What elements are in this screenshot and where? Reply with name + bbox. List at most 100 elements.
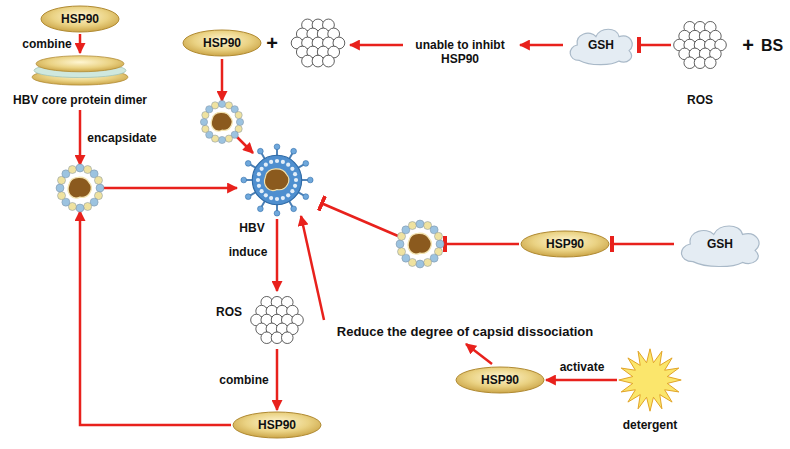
capsid-bead [236, 118, 243, 125]
plus-sign: + [742, 34, 754, 57]
node-label: ROS [216, 305, 242, 319]
capsid-bead [398, 248, 406, 256]
ros-bubble [684, 57, 696, 69]
spike-knob [291, 148, 297, 154]
capsid-bead [76, 204, 84, 212]
capsid-bead [225, 135, 232, 142]
capsid-bead [257, 172, 261, 176]
capsid-bead [424, 258, 432, 266]
ros-bubble [281, 332, 293, 344]
ros-bubble [694, 57, 706, 69]
shape-outline [239, 142, 315, 218]
inhibit-connector [638, 44, 671, 47]
protein-ellipse: HSP90 [455, 366, 545, 394]
arrow-connector [79, 34, 82, 53]
capsid-bead [94, 176, 102, 184]
ros-bubble [312, 55, 324, 67]
capsid-bead [260, 167, 264, 171]
arrow-line [520, 44, 563, 47]
capsid-bead [218, 100, 225, 107]
edge-label: induce [229, 245, 268, 259]
step-label: encapsidate [87, 131, 156, 145]
capsid-bead [290, 167, 294, 171]
node-label: GSH [707, 237, 733, 251]
capsid-bead [408, 222, 416, 230]
virus-particle: HBV [239, 142, 315, 235]
cloud-fill [681, 226, 759, 267]
ellipse-fill [183, 30, 261, 56]
spike-knob [303, 194, 309, 200]
inhibit-line [321, 203, 398, 236]
genome-blob [68, 177, 91, 198]
ros-cluster: ROS [672, 17, 728, 107]
capsid-bead [293, 172, 297, 176]
capsid-bead [281, 196, 285, 200]
spike-knob [258, 206, 264, 212]
capsid-bead [202, 125, 209, 132]
plus-sign: + [266, 32, 278, 55]
capsid-bead [218, 136, 225, 143]
node-label: HSP90 [258, 418, 296, 432]
arrow-note: unable to inhibt HSP90 [404, 38, 516, 66]
arrow-line [80, 211, 231, 425]
capsid-bead [264, 163, 268, 167]
arrow-line [466, 344, 492, 364]
capsid-bead [286, 163, 290, 167]
protein-ellipse: HSP90 [40, 5, 120, 33]
shape-svg [249, 292, 305, 348]
arrow-line [301, 216, 324, 320]
capsid-bead [436, 240, 444, 248]
edge-label: combine [219, 373, 268, 387]
spike-knob [291, 206, 297, 212]
protein-ellipse: HSP90 [232, 411, 322, 439]
spike-knob [274, 210, 280, 216]
capsid-bead [434, 232, 442, 240]
spike-knob [274, 144, 280, 150]
capsid-bead [293, 184, 297, 188]
genome-blob [211, 112, 232, 131]
ellipse-fill [521, 231, 609, 257]
node-label: HSP90 [481, 373, 519, 387]
shape-outline [672, 17, 728, 73]
node-label: HSP90 [546, 237, 584, 251]
inhibit-line [444, 243, 519, 246]
shape-svg [618, 348, 682, 412]
protein-ellipse: HSP90 [520, 230, 610, 258]
capsid-bead [212, 102, 219, 109]
arrow-line [79, 110, 82, 165]
gsh-cloud: GSH [565, 24, 637, 66]
dimer-shape: HBV core protein dimer [13, 54, 147, 107]
capsid-bead [256, 178, 260, 182]
node-label: ROS [687, 93, 713, 107]
shape-svg [672, 17, 728, 73]
capsid-bead [257, 184, 261, 188]
genome-blob [265, 169, 289, 191]
capsid-bead [290, 189, 294, 193]
capsid-bead [416, 260, 424, 268]
shape-outline [30, 54, 130, 86]
node-label: HBV core protein dimer [13, 93, 147, 107]
gsh-cloud: GSH [675, 220, 765, 268]
reagent-label: BS [761, 36, 783, 55]
capsid-icon [56, 164, 104, 212]
capsid-bead [269, 196, 273, 200]
ros-bubble [323, 55, 335, 67]
capsid-bead [260, 189, 264, 193]
arrow-line [350, 44, 403, 47]
ros-cluster: ROS [216, 292, 305, 348]
ellipse-fill [456, 367, 544, 393]
spike-knob [245, 194, 251, 200]
spike-knob [245, 161, 251, 167]
capsid-icon [396, 220, 444, 268]
ellipse-fill [41, 6, 119, 32]
capsid-bead [84, 202, 92, 210]
capsid-bead [200, 118, 207, 125]
capsid-bead [275, 197, 279, 201]
star-fill [619, 349, 681, 411]
node-label: HBV [239, 221, 264, 235]
edge-label: combine [22, 37, 71, 51]
layout-lines [80, 45, 563, 425]
detergent-star: detergent [618, 348, 682, 432]
arrow-line [236, 136, 253, 153]
effect-note: Reduce the degree of capsid dissociation [337, 324, 593, 340]
